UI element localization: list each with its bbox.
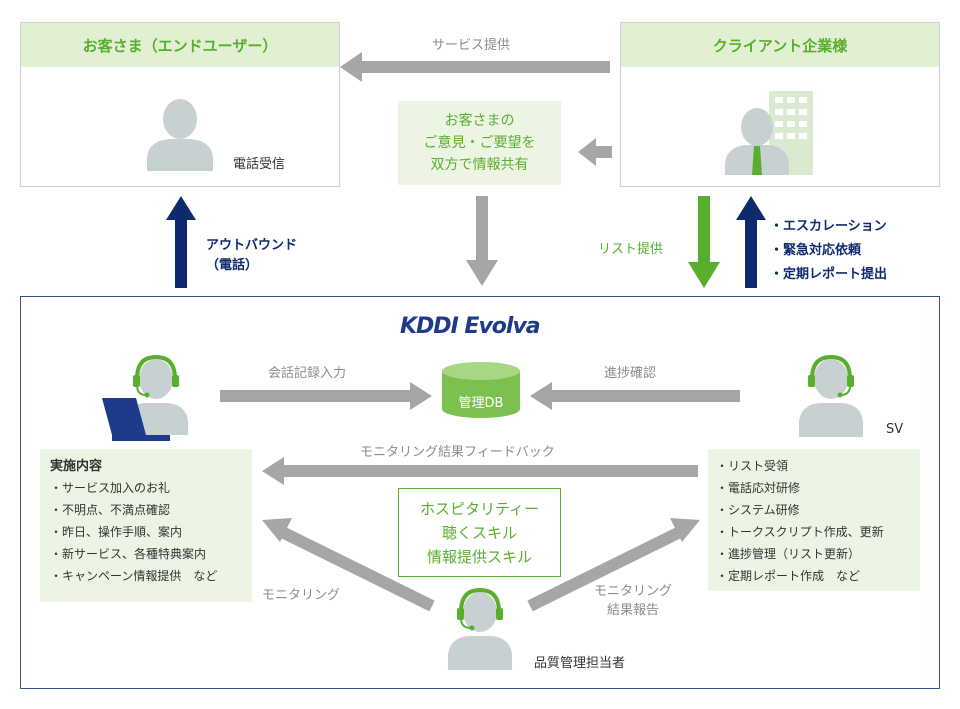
client-to-share-arrow (578, 138, 612, 166)
skill-2: 聴くスキル (441, 523, 517, 542)
customer-title: お客さま（エンドユーザー） (21, 23, 339, 67)
client-box: クライアント企業様 (620, 22, 940, 187)
sv-task-item: ・トークスクリプト作成、更新 (716, 525, 884, 539)
service-arrow (340, 52, 610, 82)
sv-task-item: ・リスト受領 (716, 459, 789, 473)
outbound-arrow (166, 196, 196, 288)
work-item: ・サービス加入のお礼 (50, 481, 171, 495)
sv-task-item: ・電話応対研修 (716, 481, 801, 495)
monitoring-report-arrow-head (670, 518, 700, 542)
share-to-evolva-arrow (466, 196, 498, 286)
customer-person-icon (147, 99, 213, 171)
db-icon (442, 362, 520, 418)
sv-task-item: ・システム研修 (716, 503, 800, 517)
kddi-evolva-logo: KDDI Evolva (400, 314, 541, 339)
list-label: リスト提供 (598, 242, 664, 257)
sv-task-item: ・進捗管理（リスト更新） (716, 547, 861, 561)
skills-box: ホスピタリティー 聴くスキル 情報提供スキル (398, 488, 561, 577)
outbound-line-1: アウトバウンド (206, 238, 298, 253)
work-item: ・キャンペーン情報提供 など (50, 569, 218, 583)
escalation-arrow (736, 196, 766, 288)
client-request-2: ・緊急対応依頼 (770, 243, 862, 258)
skill-3: 情報提供スキル (426, 547, 532, 566)
feedback-label: モニタリング結果フィードバック (360, 445, 555, 460)
client-title: クライアント企業様 (621, 23, 939, 67)
work-title: 実施内容 (50, 459, 103, 474)
sv-task-item: ・定期レポート作成 など (716, 569, 861, 583)
work-item: ・不明点、不満点確認 (50, 503, 171, 517)
conversation-label: 会話記録入力 (268, 366, 347, 381)
progress-label: 進捗確認 (604, 366, 657, 381)
qa-label: 品質管理担当者 (534, 656, 626, 671)
monitoring-report-line-1: モニタリング (594, 584, 673, 599)
operator-headset-icon (102, 354, 188, 441)
progress-arrow (530, 382, 740, 410)
monitoring-report-label: モニタリング 結果報告 (594, 582, 672, 620)
work-item: ・昨日、操作手順、案内 (50, 525, 183, 539)
monitoring-label: モニタリング (262, 588, 341, 603)
monitoring-report-line-2: 結果報告 (607, 603, 660, 618)
skill-1: ホスピタリティー (419, 499, 540, 518)
work-list: ・サービス加入のお礼 ・不明点、不満点確認 ・昨日、操作手順、案内 ・新サービス… (50, 477, 242, 587)
evolva-box (20, 296, 940, 689)
feedback-arrow (262, 457, 698, 485)
shared-info-line-2: ご意見・ご要望を (423, 135, 536, 151)
sv-label: SV (886, 422, 904, 437)
sv-tasks-panel: ・リスト受領 ・電話応対研修 ・システム研修 ・トークスクリプト作成、更新 ・進… (708, 449, 920, 591)
sv-headset-icon (799, 354, 863, 437)
service-label: サービス提供 (432, 38, 511, 53)
monitoring-arrow-left (275, 524, 435, 612)
customer-box: お客さま（エンドユーザー） 電話受信 (20, 22, 340, 187)
shared-info-box: お客さまの ご意見・ご要望を 双方で情報共有 (398, 101, 561, 185)
outbound-label: アウトバウンド （電話） (206, 236, 297, 276)
client-person-building-icon (725, 91, 813, 175)
qa-headset-icon (448, 587, 512, 670)
shared-info-line-1: お客さまの (444, 113, 515, 129)
monitoring-arrow-left-head (262, 518, 292, 542)
work-item: ・新サービス、各種特典案内 (50, 547, 207, 561)
outbound-line-2: （電話） (206, 258, 259, 273)
shared-info-line-3: 双方で情報共有 (430, 157, 529, 173)
client-requests: ・エスカレーション ・緊急対応依頼 ・定期レポート提出 (770, 215, 887, 287)
client-request-1: ・エスカレーション (770, 219, 887, 234)
work-panel: 実施内容 ・サービス加入のお礼 ・不明点、不満点確認 ・昨日、操作手順、案内 ・… (40, 449, 252, 602)
customer-person-label: 電話受信 (233, 157, 286, 172)
client-request-3: ・定期レポート提出 (770, 267, 888, 282)
db-label: 管理DB (458, 396, 504, 411)
sv-task-list: ・リスト受領 ・電話応対研修 ・システム研修 ・トークスクリプト作成、更新 ・進… (716, 455, 912, 587)
conversation-arrow (220, 382, 432, 410)
list-arrow (688, 196, 720, 288)
monitoring-report-arrow (527, 524, 687, 612)
